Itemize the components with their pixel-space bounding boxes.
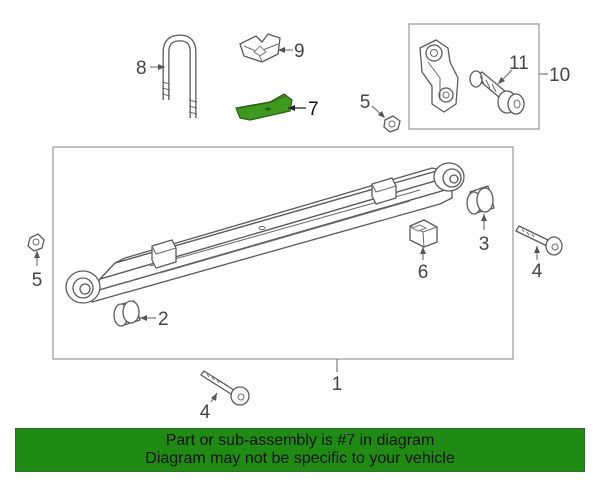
leaf-spring[interactable] [65,162,465,304]
bolt-part-4-bottom[interactable] [200,370,250,406]
shackle-kit-box [408,23,540,130]
leaf-spring-assembly-frame [52,146,514,360]
bushing-part-11[interactable] [469,70,525,115]
clip-part-6[interactable] [409,219,438,248]
callout-11: 11 [509,53,529,74]
callout-8-arrow [158,64,165,70]
callout-4-bottom-arrow [211,393,217,401]
callout-4-right-arrow [534,246,540,253]
shackle-part-10[interactable] [419,39,459,113]
callout-4-bottom: 4 [200,402,211,423]
banner-line-1: Part or sub-assembly is #7 in diagram [165,432,435,449]
callout-7: 7 [308,99,319,120]
highlighted-part-7[interactable] [235,93,293,121]
callout-4-right: 4 [532,261,543,282]
banner-line-2: Diagram may not be specific to your vehi… [145,450,455,467]
spacer-part-9[interactable] [239,33,281,63]
callout-1: 1 [332,374,343,395]
bolt-part-4-right[interactable] [515,225,563,256]
callout-9-arrow [278,47,285,53]
callout-7-arrow [288,105,295,111]
callout-6: 6 [418,262,429,283]
callout-5-left: 5 [32,270,43,291]
nut-part-5-top[interactable] [383,115,401,133]
callout-8: 8 [136,58,147,79]
callout-5-top-arrow [378,111,385,118]
bushing-part-3[interactable] [466,185,495,215]
callout-6-arrow [420,247,426,254]
callout-11-arrow [498,77,505,84]
u-bolt-part-8[interactable] [161,34,198,118]
callout-3: 3 [479,234,490,255]
callout-9: 9 [294,41,305,62]
nut-part-5-left[interactable] [27,233,45,252]
callout-3-arrow [481,214,487,221]
callout-5-top: 5 [360,92,371,113]
callout-5-left-arrow [34,251,40,258]
callout-10: 10 [549,65,570,86]
bushing-part-2[interactable] [113,300,141,327]
callout-2-arrow [140,315,147,321]
callout-2: 2 [158,309,169,330]
part-info-banner: Part or sub-assembly is #7 in diagram Di… [15,428,585,472]
